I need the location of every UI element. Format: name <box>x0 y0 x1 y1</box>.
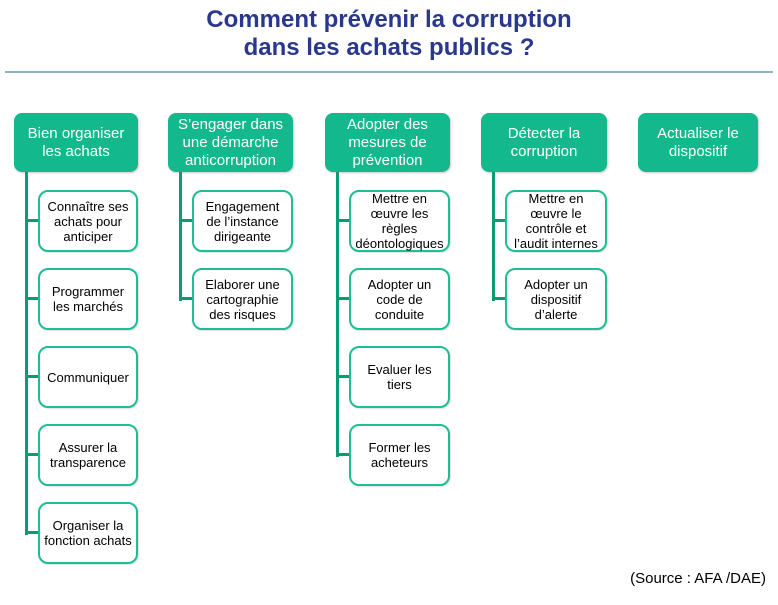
page-title-line1: Comment prévenir la corruption <box>206 6 572 33</box>
child-node: Mettre en œuvre les règles déontologique… <box>349 190 450 252</box>
child-node-label: Programmer les marchés <box>51 284 125 314</box>
connector-stub <box>25 453 41 456</box>
source-caption: (Source : AFA /DAE) <box>630 570 766 587</box>
branch-header: Bien organiser les achats <box>14 113 138 172</box>
child-node: Elaborer une cartographie des risques <box>192 268 293 330</box>
connector-vertical <box>492 172 495 301</box>
page-title-line2: dans les achats publics ? <box>243 34 535 61</box>
child-node-label: Adopter un code de conduite <box>367 276 432 322</box>
child-node-label: Mettre en œuvre le contrôle et l’audit i… <box>514 191 598 251</box>
connector-stub <box>336 453 352 456</box>
child-node: Communiquer <box>38 346 138 408</box>
child-node: Organiser la fonction achats <box>38 502 138 564</box>
child-node-label: Assurer la transparence <box>50 440 126 470</box>
connector-stub <box>179 297 195 300</box>
child-node: Evaluer les tiers <box>349 346 450 408</box>
child-node: Adopter un code de conduite <box>349 268 450 330</box>
child-node: Connaître ses achats pour anticiper <box>38 190 138 252</box>
branch-header: Actualiser le dispositif <box>638 113 758 172</box>
child-node: Adopter un dispositif d’alerte <box>505 268 607 330</box>
title-divider <box>5 71 773 73</box>
child-node-label: Connaître ses achats pour anticiper <box>47 198 129 244</box>
connector-vertical <box>179 172 182 301</box>
child-node: Assurer la transparence <box>38 424 138 486</box>
connector-vertical <box>25 172 28 535</box>
connector-vertical <box>336 172 339 457</box>
connector-stub <box>336 375 352 378</box>
child-node-label: Elaborer une cartographie des risques <box>205 276 280 322</box>
connector-stub <box>25 297 41 300</box>
child-node-label: Organiser la fonction achats <box>44 518 132 548</box>
child-node-label: Evaluer les tiers <box>367 362 432 392</box>
connector-stub <box>25 375 41 378</box>
connector-stub <box>25 219 41 222</box>
connector-stub <box>179 219 195 222</box>
connector-stub <box>336 219 352 222</box>
connector-stub <box>492 297 508 300</box>
branch-header: Détecter la corruption <box>481 113 607 172</box>
child-node-label: Engagement de l’instance dirigeante <box>205 198 280 244</box>
connector-stub <box>25 531 41 534</box>
connector-stub <box>336 297 352 300</box>
child-node: Former les acheteurs <box>349 424 450 486</box>
child-node-label: Mettre en œuvre les règles déontologique… <box>355 191 444 251</box>
child-node: Mettre en œuvre le contrôle et l’audit i… <box>505 190 607 252</box>
child-node-label: Adopter un dispositif d’alerte <box>524 276 588 322</box>
child-node-label: Communiquer <box>47 369 129 385</box>
connector-stub <box>492 219 508 222</box>
child-node: Engagement de l’instance dirigeante <box>192 190 293 252</box>
branch-header: S’engager dans une démarche anticorrupti… <box>168 113 293 172</box>
branch-header: Adopter des mesures de prévention <box>325 113 450 172</box>
child-node-label: Former les acheteurs <box>368 440 431 470</box>
child-node: Programmer les marchés <box>38 268 138 330</box>
